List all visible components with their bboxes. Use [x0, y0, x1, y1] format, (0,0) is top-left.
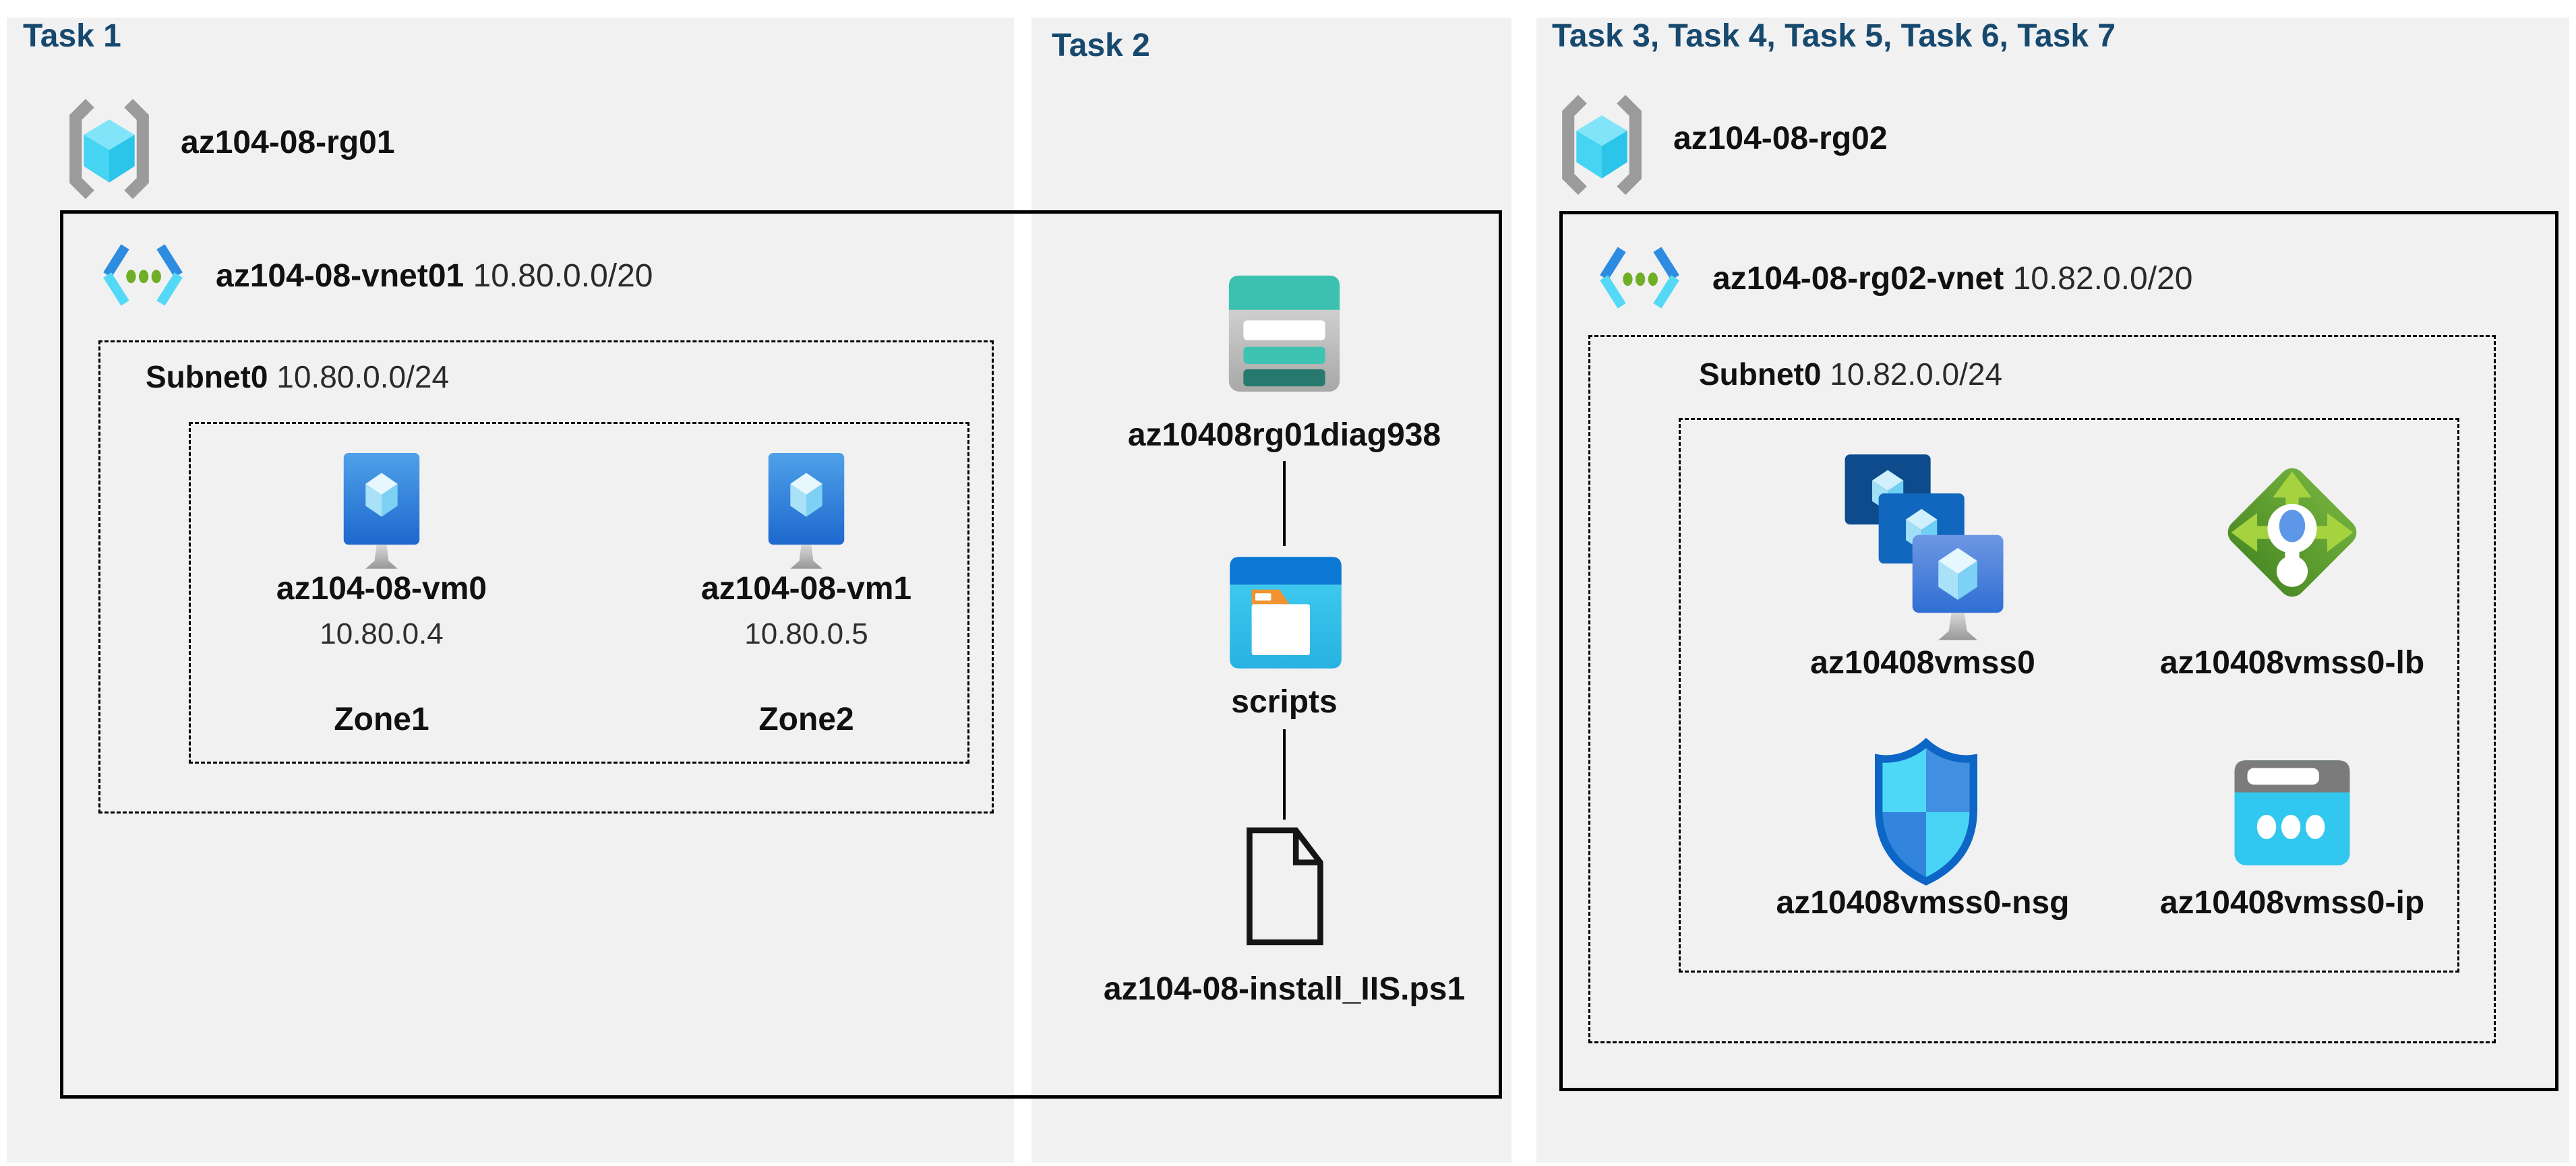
vnet-label: az104-08-rg02-vnet 10.82.0.0/20 — [1712, 260, 2192, 297]
storage-account-name: az10408rg01diag938 — [1127, 417, 1441, 453]
subnet-cidr: 10.82.0.0/24 — [1830, 357, 2003, 392]
vmss-resources-box — [1679, 418, 2459, 973]
blob-container-icon — [1230, 557, 1342, 669]
load-balancer-icon — [2227, 468, 2357, 597]
resource-group-icon — [69, 98, 149, 200]
panel-task1 — [7, 18, 1014, 1163]
script-file-name: az104-08-install_IIS.ps1 — [1103, 971, 1466, 1007]
vm-scale-set-icon — [1845, 454, 2004, 640]
connector-storage-to-container — [1283, 461, 1286, 546]
vm-zone: Zone2 — [758, 702, 854, 737]
vm-name: az104-08-vm1 — [700, 571, 912, 607]
vm-ip: 10.80.0.5 — [744, 617, 868, 650]
public-ip-name: az10408vmss0-ip — [2159, 885, 2425, 921]
nsg-name: az10408vmss0-nsg — [1776, 885, 2070, 921]
virtual-network-icon — [1600, 247, 1679, 309]
vnet01-boundary-box — [60, 210, 1502, 1099]
connector-container-to-file — [1283, 729, 1286, 820]
vnet-cidr: 10.82.0.0/20 — [2012, 261, 2193, 297]
subnet-name: Subnet0 — [146, 359, 268, 394]
vm-zones-box — [189, 422, 969, 764]
subnet-name: Subnet0 — [1699, 357, 1822, 392]
task3-title: Task 3, Task 4, Task 5, Task 6, Task 7 — [1552, 18, 2116, 54]
resource-group-name: az104-08-rg02 — [1673, 121, 1888, 156]
task2-title: Task 2 — [1052, 28, 1150, 63]
public-ip-icon — [2234, 760, 2350, 865]
vnet-name: az104-08-vnet01 — [216, 258, 465, 294]
vm-name: az104-08-vm0 — [276, 571, 487, 607]
vnet-cidr: 10.80.0.0/20 — [473, 258, 653, 294]
container-name: scripts — [1231, 684, 1338, 720]
task1-title: Task 1 — [23, 18, 121, 54]
vnet-label: az104-08-vnet01 10.80.0.0/20 — [216, 257, 653, 295]
subnet-cidr: 10.80.0.0/24 — [276, 359, 450, 394]
subnet-label: Subnet0 10.82.0.0/24 — [1699, 356, 2002, 392]
storage-account-icon — [1228, 275, 1340, 392]
vnet-name: az104-08-rg02-vnet — [1712, 261, 2004, 297]
vm-zone: Zone1 — [334, 702, 429, 737]
vmss-name: az10408vmss0 — [1810, 645, 2035, 681]
shield-icon — [1875, 737, 1977, 886]
resource-group-icon — [1562, 94, 1642, 195]
virtual-machine-icon — [343, 453, 420, 569]
virtual-network-icon — [103, 244, 183, 306]
subnet0-box-rg01 — [98, 340, 994, 814]
virtual-machine-icon — [768, 453, 845, 569]
file-icon — [1247, 827, 1323, 946]
subnet-label: Subnet0 10.80.0.0/24 — [146, 359, 449, 395]
subnet0-box-rg02 — [1588, 335, 2496, 1043]
rg02-vnet-boundary-box — [1559, 211, 2558, 1091]
resource-group-name: az104-08-rg01 — [181, 125, 395, 160]
load-balancer-name: az10408vmss0-lb — [2159, 645, 2425, 681]
vm-ip: 10.80.0.4 — [320, 617, 444, 650]
